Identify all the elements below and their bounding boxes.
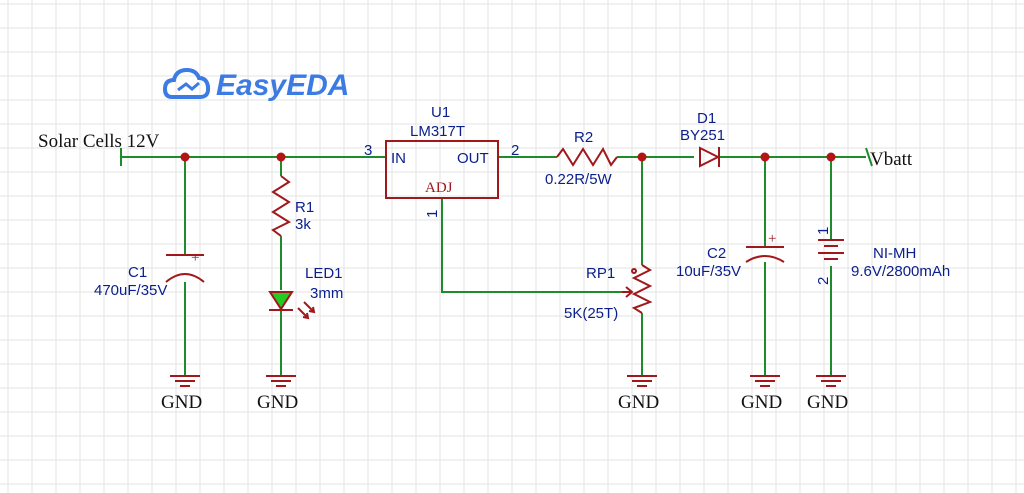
resistor-r2: R2 0.22R/5W [545, 129, 618, 188]
r2-ref: R2 [574, 129, 593, 146]
ground-symbol: GND [807, 375, 848, 413]
led-triangle [268, 291, 294, 311]
ground-symbol: GND [741, 375, 782, 413]
u1-pin-adj-label: ADJ [425, 180, 453, 196]
c2-ref: C2 [707, 245, 726, 262]
c1-polarity-mark: + [191, 250, 199, 266]
led-arrow-icon [297, 307, 310, 320]
c1-plate-bottom [165, 273, 205, 283]
r2-zigzag [556, 146, 618, 167]
r1-value: 3k [295, 216, 311, 233]
battery-nimh: 1 2 NI-MH 9.6V/2800mAh [815, 227, 950, 285]
battery-pin2-number: 2 [815, 277, 832, 285]
diode-d1: D1 BY251 [680, 110, 725, 168]
junctions [180, 152, 836, 162]
c2-polarity-mark: + [768, 231, 776, 247]
led-led1: LED1 3mm [268, 265, 343, 320]
logo-text: EasyEDA [216, 69, 349, 102]
net-flag-input: Solar Cells 12V [38, 131, 160, 166]
ground-label: GND [741, 392, 782, 413]
rp1-pin-mark [631, 268, 637, 274]
capacitor-c1: + C1 470uF/35V [94, 250, 205, 299]
led1-value: 3mm [310, 285, 343, 302]
battery-value: 9.6V/2800mAh [851, 263, 950, 280]
c1-ref: C1 [128, 264, 147, 281]
d1-ref: D1 [697, 110, 716, 127]
junction-dot [180, 152, 190, 162]
u1-pin-in-number: 3 [364, 142, 372, 159]
ground-label: GND [618, 392, 659, 413]
led-arrow-icon [303, 301, 316, 314]
ground-label: GND [161, 392, 202, 413]
capacitor-c2: + C2 10uF/35V [676, 231, 785, 280]
battery-pin1-number: 1 [815, 227, 832, 235]
ground-label: GND [257, 392, 298, 413]
junction-dot [276, 152, 286, 162]
r2-value: 0.22R/5W [545, 171, 613, 188]
ground-symbol: GND [618, 375, 659, 413]
ground-symbol: GND [161, 375, 202, 413]
regulator-u1: U1 LM317T IN OUT ADJ 3 2 1 [364, 104, 519, 218]
cloud-icon [162, 67, 211, 99]
wires [121, 156, 866, 375]
net-label-input: Solar Cells 12V [38, 131, 160, 152]
output-flag-mark [865, 147, 873, 167]
d1-value: BY251 [680, 127, 725, 144]
r1-zigzag [271, 175, 292, 237]
c1-value: 470uF/35V [94, 282, 167, 299]
rp1-wiper-arrow [622, 286, 634, 298]
c2-value: 10uF/35V [676, 263, 741, 280]
net-label-output: Vbatt [870, 149, 913, 170]
c2-plate-bottom [745, 255, 785, 263]
battery-ref: NI-MH [873, 245, 916, 262]
rp1-zigzag [631, 264, 653, 314]
ground-symbol: GND [257, 375, 298, 413]
net-flag-output: Vbatt [865, 147, 913, 170]
wire-adj [441, 198, 622, 293]
potentiometer-rp1: RP1 5K(25T) [564, 264, 653, 322]
led1-ref: LED1 [305, 265, 343, 282]
rp1-ref: RP1 [586, 265, 615, 282]
u1-pin-adj-number: 1 [424, 210, 441, 218]
junction-dot [760, 152, 770, 162]
ground-label: GND [807, 392, 848, 413]
u1-pin-out-label: OUT [457, 150, 489, 167]
ground-symbols: GND GND GND GND GND [161, 375, 848, 413]
resistor-r1: R1 3k [271, 175, 314, 237]
easyeda-logo: EasyEDA [162, 67, 349, 102]
u1-pin-in-label: IN [391, 150, 406, 167]
u1-pin-out-number: 2 [511, 142, 519, 159]
u1-ref: U1 [431, 104, 450, 121]
d1-triangle [699, 146, 721, 168]
u1-body [385, 140, 499, 199]
junction-dot [637, 152, 647, 162]
r1-ref: R1 [295, 199, 314, 216]
u1-value: LM317T [410, 123, 465, 140]
rp1-value: 5K(25T) [564, 305, 618, 322]
junction-dot [826, 152, 836, 162]
